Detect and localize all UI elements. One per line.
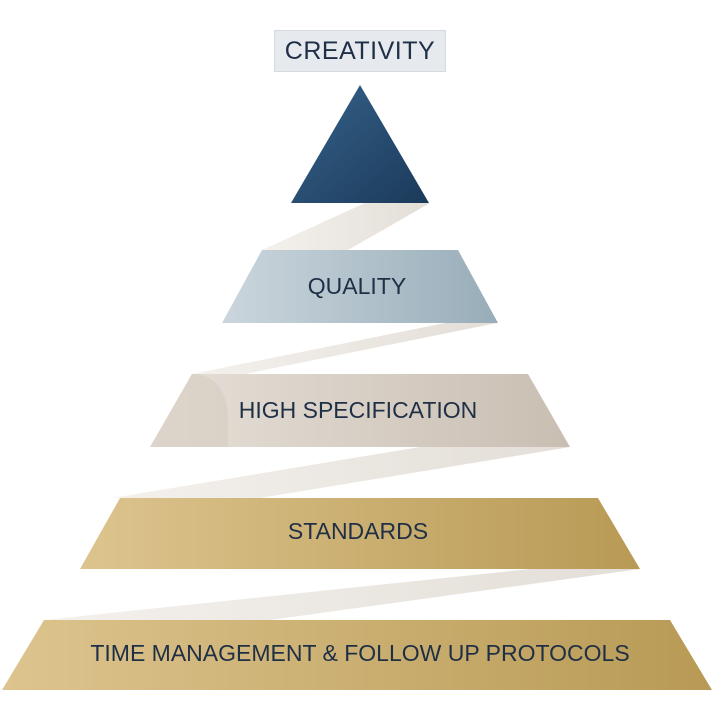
ribbon-segment-3 [112, 447, 570, 498]
tier-standards-label: STANDARDS [288, 518, 428, 544]
tier-high-specification-label: HIGH SPECIFICATION [239, 397, 478, 423]
tier-standards-shape [80, 498, 640, 569]
tier-time-management-shape [2, 620, 712, 690]
connector-ribbon [44, 203, 640, 620]
tier-high-specification-fold [150, 374, 228, 447]
tier-quality-shape [222, 250, 498, 323]
tier-high-specification-shape [150, 374, 570, 447]
apex-triangle [291, 85, 429, 203]
tier-quality: QUALITY [222, 250, 498, 323]
creativity-label: CREATIVITY [284, 36, 436, 65]
tier-quality-label: QUALITY [308, 273, 406, 299]
creativity-label-box: CREATIVITY [274, 30, 446, 72]
tier-high-specification: HIGH SPECIFICATION [150, 374, 570, 447]
ribbon-segment-1 [262, 203, 430, 250]
ribbon-segment-2 [192, 323, 497, 374]
tier-time-management: TIME MANAGEMENT & FOLLOW UP PROTOCOLS [2, 620, 712, 690]
tier-standards: STANDARDS [80, 498, 640, 569]
tier-time-management-label: TIME MANAGEMENT & FOLLOW UP PROTOCOLS [90, 640, 629, 666]
ribbon-segment-4 [44, 569, 640, 620]
